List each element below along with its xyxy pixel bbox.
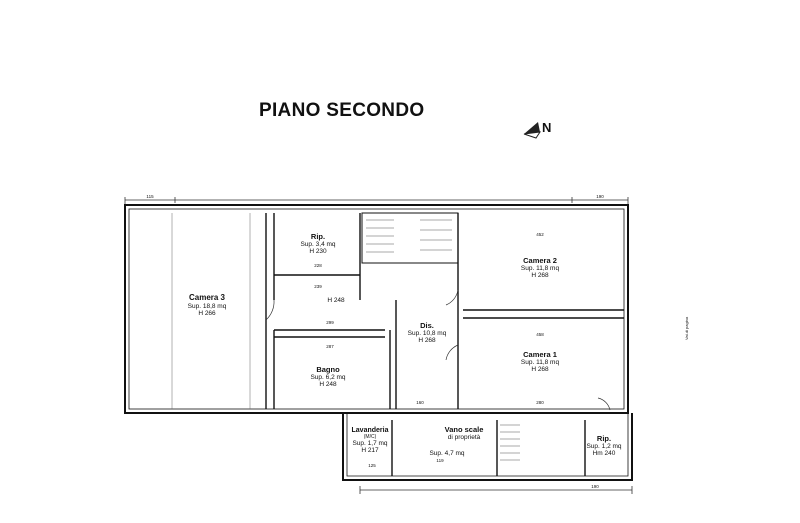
svg-text:Hm 240: Hm 240 — [593, 450, 616, 457]
stairs — [366, 219, 520, 461]
svg-text:239: 239 — [314, 284, 322, 289]
svg-text:Sup. 6,2 mq: Sup. 6,2 mq — [310, 374, 345, 381]
room-disimpegno: Dis. Sup. 10,8 mq H 268 — [408, 321, 447, 344]
svg-text:Sup. 1,2 mq: Sup. 1,2 mq — [586, 443, 621, 450]
room-vano-scale: Vano scale di proprietà Sup. 4,7 mq — [429, 425, 483, 457]
svg-text:H 268: H 268 — [418, 337, 436, 344]
svg-text:H 268: H 268 — [531, 272, 549, 279]
svg-text:Camera 3: Camera 3 — [189, 293, 226, 302]
svg-text:Sup. 1,7 mq: Sup. 1,7 mq — [352, 440, 387, 447]
svg-text:160: 160 — [416, 400, 424, 405]
room-ripostiglio: Rip. Sup. 3,4 mq H 230 — [300, 232, 335, 255]
outer-walls — [124, 204, 633, 481]
svg-text:H 230: H 230 — [309, 248, 327, 255]
svg-text:Lavanderia: Lavanderia — [352, 427, 389, 434]
svg-text:H 248: H 248 — [319, 381, 337, 388]
svg-text:119: 119 — [436, 458, 444, 463]
svg-text:Sup. 4,7 mq: Sup. 4,7 mq — [429, 450, 464, 457]
svg-text:Dis.: Dis. — [420, 321, 434, 330]
svg-text:H 268: H 268 — [531, 366, 549, 373]
door-swings — [265, 289, 611, 411]
page-title: PIANO SECONDO — [259, 100, 425, 121]
room-lavanderia: Lavanderia (M/C) Sup. 1,7 mq H 217 — [352, 427, 389, 454]
room-bagno: Bagno Sup. 6,2 mq H 248 — [310, 365, 345, 388]
svg-text:Camera 1: Camera 1 — [523, 350, 557, 359]
svg-text:Rip.: Rip. — [597, 434, 611, 443]
svg-text:Bagno: Bagno — [316, 365, 340, 374]
room-camera-3: Camera 3 Sup. 18,8 mq H 266 — [188, 293, 227, 317]
north-label: N — [542, 120, 551, 135]
svg-text:Sup. 10,8 mq: Sup. 10,8 mq — [408, 330, 447, 337]
svg-text:Rip.: Rip. — [311, 232, 325, 241]
dimension-labels: 115 190 452 458 228 239 299 287 160 125 … — [146, 194, 604, 489]
svg-text:H 266: H 266 — [198, 310, 216, 317]
svg-text:452: 452 — [536, 232, 544, 237]
corridor-height: H 248 — [327, 297, 345, 304]
svg-text:(M/C): (M/C) — [364, 434, 377, 440]
svg-text:287: 287 — [326, 344, 334, 349]
svg-text:Sup. 3,4 mq: Sup. 3,4 mq — [300, 241, 335, 248]
svg-text:di proprietà: di proprietà — [448, 434, 481, 441]
side-note: Vat.di pagina — [684, 316, 689, 340]
svg-text:190: 190 — [591, 484, 599, 489]
svg-text:299: 299 — [326, 320, 334, 325]
svg-text:125: 125 — [368, 463, 376, 468]
north-arrow-icon: N — [523, 120, 551, 139]
svg-text:190: 190 — [596, 194, 604, 199]
svg-text:228: 228 — [314, 263, 322, 268]
room-camera-1: Camera 1 Sup. 11,8 mq H 268 — [521, 350, 560, 373]
svg-text:Sup. 11,8 mq: Sup. 11,8 mq — [521, 265, 560, 272]
svg-text:Vano scale: Vano scale — [445, 425, 484, 434]
wall-fill — [171, 213, 251, 409]
svg-text:Sup. 18,8 mq: Sup. 18,8 mq — [188, 303, 227, 310]
room-ripostiglio-2: Rip. Sup. 1,2 mq Hm 240 — [586, 434, 621, 457]
svg-text:H 217: H 217 — [361, 447, 379, 454]
dimension-lines — [124, 197, 633, 494]
room-camera-2: Camera 2 Sup. 11,8 mq H 268 — [521, 256, 560, 279]
svg-text:Camera 2: Camera 2 — [523, 256, 557, 265]
svg-text:115: 115 — [146, 194, 154, 199]
svg-text:Sup. 11,8 mq: Sup. 11,8 mq — [521, 359, 560, 366]
svg-text:458: 458 — [536, 332, 544, 337]
svg-text:280: 280 — [536, 400, 544, 405]
interior-walls — [265, 212, 624, 476]
